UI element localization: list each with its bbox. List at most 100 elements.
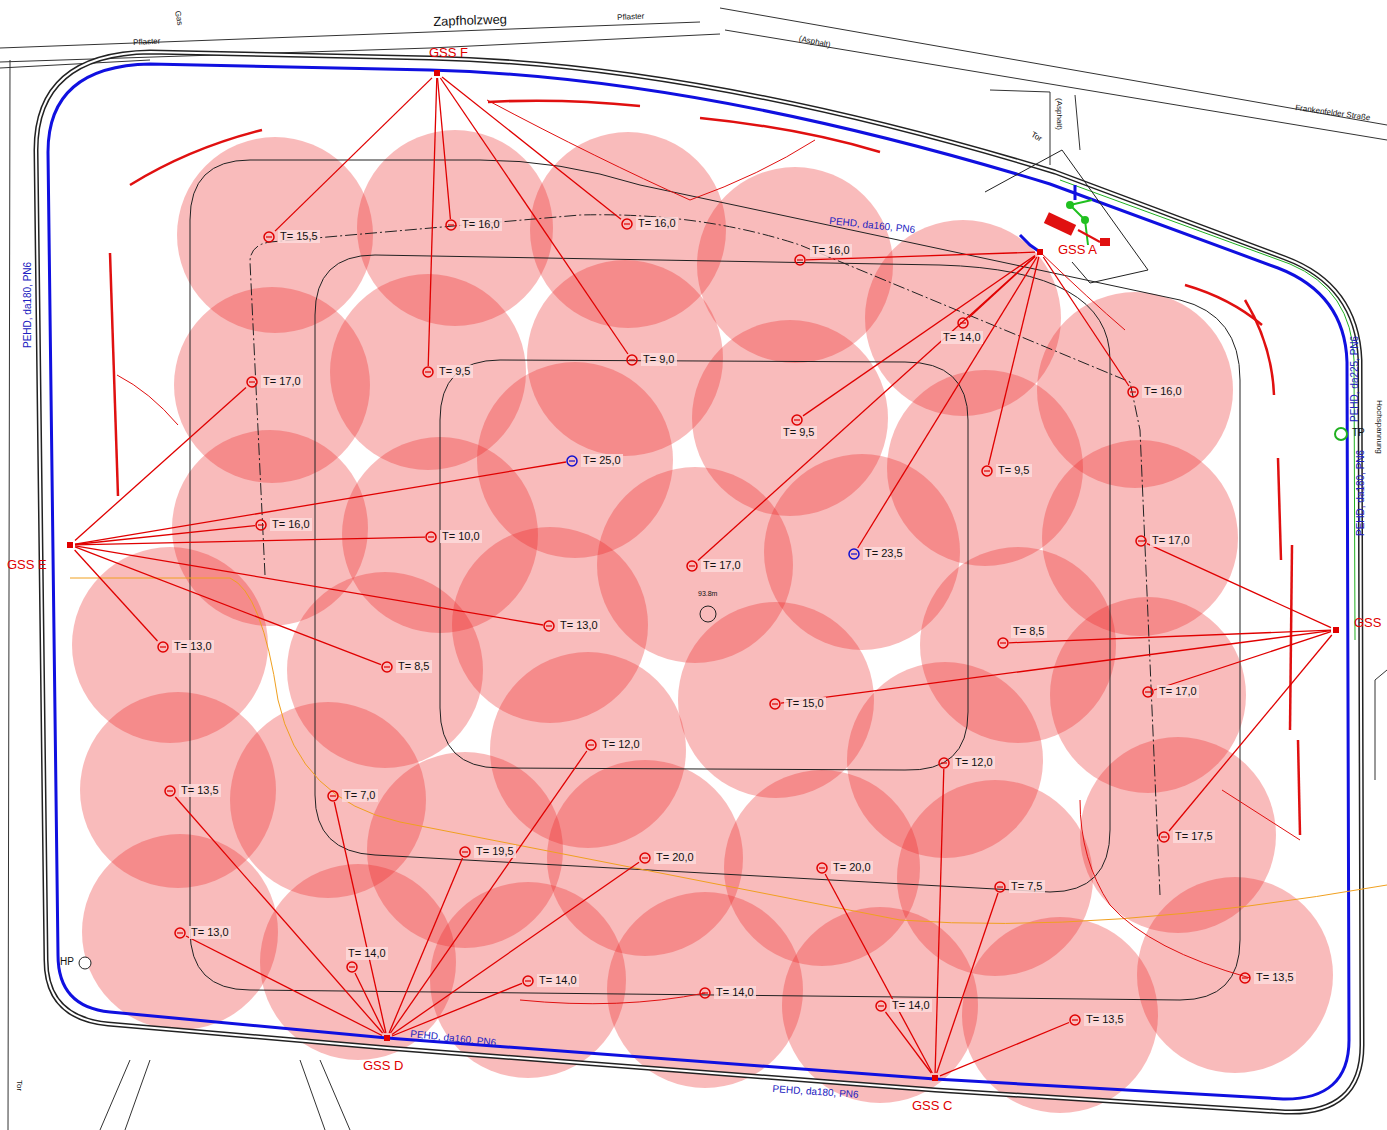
- well-symbol: [699, 987, 711, 999]
- well-mark: [160, 646, 166, 647]
- gas-pipe: [334, 802, 386, 1033]
- gas-well: T= 7,5: [994, 881, 1006, 893]
- well-symbol: [1069, 1014, 1081, 1026]
- well-symbol: [157, 641, 169, 653]
- depth-label: T= 13,5: [1254, 971, 1296, 984]
- well-symbol: [346, 961, 358, 973]
- well-mark: [642, 857, 648, 858]
- gas-well: T= 19,5: [459, 846, 471, 858]
- well-symbol: [791, 414, 803, 426]
- well-symbol: [585, 739, 597, 751]
- well-symbol: [621, 218, 633, 230]
- well-symbol: [566, 455, 578, 467]
- station-name: GSS D: [363, 1058, 403, 1073]
- well-mark: [1072, 1019, 1078, 1020]
- gas-well: T= 17,0: [1135, 535, 1147, 547]
- gas-pipe: [698, 257, 1035, 561]
- contour: [315, 255, 1110, 892]
- depth-label: T= 9,5: [437, 365, 473, 378]
- well-mark: [428, 536, 434, 537]
- depth-label: T= 14,0: [714, 986, 756, 999]
- cable-line: [1060, 180, 1355, 640]
- well-circle: [700, 988, 710, 998]
- well-mark: [384, 666, 390, 667]
- well-circle: [426, 532, 436, 542]
- well-circle: [460, 847, 470, 857]
- well-circle: [423, 367, 433, 377]
- well-mark: [546, 625, 552, 626]
- drainage-arcs: [110, 101, 1300, 835]
- well-circle: [523, 976, 533, 986]
- well-mark: [960, 322, 966, 323]
- depth-label: T= 17,0: [701, 559, 743, 572]
- well-mark: [689, 565, 695, 566]
- drain-arc: [1278, 458, 1281, 560]
- gas-well: T= 20,0: [639, 852, 651, 864]
- gas-well: T= 13,0: [174, 927, 186, 939]
- well-symbol: [1135, 535, 1147, 547]
- valve: [1081, 216, 1089, 224]
- gas-station: GSS F: [432, 68, 442, 78]
- influence-circles: [72, 130, 1333, 1113]
- map-label: PEHD, da180, PN6: [772, 1083, 859, 1101]
- gas-well: T= 25,0: [566, 455, 578, 467]
- gas-pipe: [825, 874, 932, 1073]
- yellow-line: [70, 578, 1387, 923]
- depth-label: T= 16,0: [1142, 385, 1184, 398]
- well-symbol: [1142, 686, 1154, 698]
- well-circle: [567, 456, 577, 466]
- well-circle: [849, 549, 859, 559]
- gas-pipe: [937, 893, 998, 1073]
- gas-well: T= 17,0: [246, 376, 258, 388]
- border-line: [1375, 670, 1387, 780]
- station-marker: [932, 1075, 938, 1081]
- depth-label: T= 12,0: [600, 738, 642, 751]
- gas-pipe: [442, 77, 621, 219]
- gas-well: T= 17,0: [1142, 686, 1154, 698]
- gas-well: T= 23,5: [848, 548, 860, 560]
- depth-label: T= 16,0: [636, 217, 678, 230]
- gas-pipe: [428, 78, 437, 366]
- map-label: Zapfholzweg: [433, 11, 507, 29]
- tp-point: [1335, 428, 1347, 440]
- station-marker: [1333, 627, 1339, 633]
- path-edge: [125, 1060, 150, 1130]
- influence-circle: [607, 892, 803, 1088]
- well-symbol: [381, 661, 393, 673]
- gas-pipe: [1009, 630, 1331, 643]
- well-mark: [851, 553, 857, 554]
- well-symbol: [543, 620, 555, 632]
- well-mark: [448, 224, 454, 225]
- well-symbol: [174, 927, 186, 939]
- gas-pipe: [392, 862, 639, 1034]
- depth-label: T= 9,5: [781, 426, 817, 439]
- station-marker: [67, 542, 73, 548]
- depth-label: T= 14,0: [890, 999, 932, 1012]
- gas-pipe: [75, 387, 246, 540]
- gas-well: T= 14,0: [699, 987, 711, 999]
- well-circle: [687, 561, 697, 571]
- contour: [190, 160, 1240, 1000]
- depth-label: T= 19,5: [474, 845, 516, 858]
- well-symbol: [459, 846, 471, 858]
- station-marker: [1037, 249, 1043, 255]
- gas-pipe: [858, 257, 1037, 548]
- gas-well: T= 7,0: [327, 790, 339, 802]
- well-mark: [941, 762, 947, 763]
- gas-pipe: [935, 769, 944, 1073]
- depth-label: T= 17,0: [261, 375, 303, 388]
- station-marker: [434, 70, 440, 76]
- station-name: GSS F: [429, 45, 468, 60]
- gas-well: T= 20,0: [816, 862, 828, 874]
- well-mark: [177, 932, 183, 933]
- station-a-building: [985, 150, 1148, 283]
- well-mark: [1130, 391, 1136, 392]
- well-symbol: [246, 376, 258, 388]
- well-circle: [995, 882, 1005, 892]
- well-symbol: [686, 560, 698, 572]
- well-circle: [1136, 536, 1146, 546]
- well-mark: [462, 851, 468, 852]
- well-mark: [702, 992, 708, 993]
